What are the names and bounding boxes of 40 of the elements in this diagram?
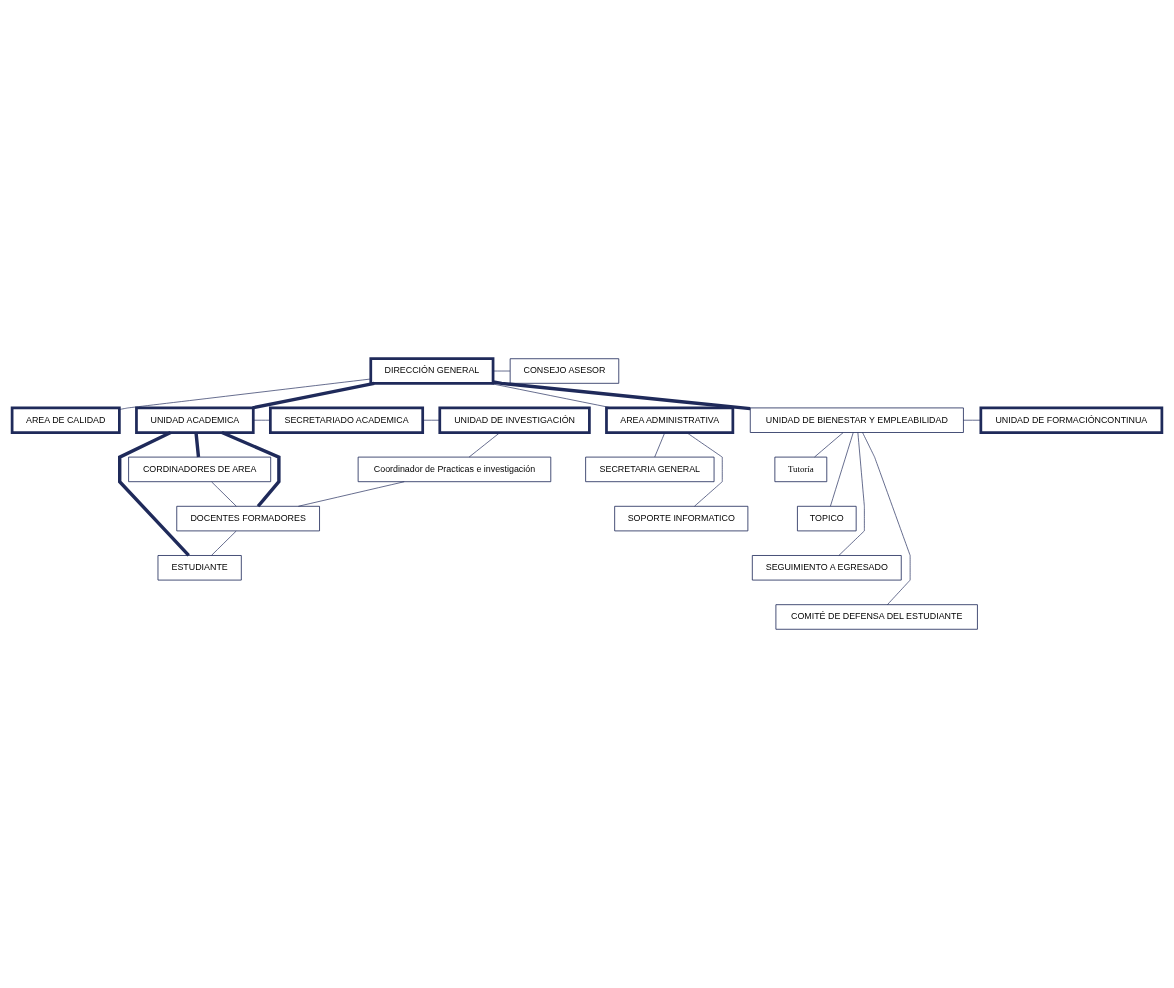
node-box: AREA ADMINISTRATIVA	[605, 406, 735, 434]
node-box: UNIDAD DE INVESTIGACIÓN	[438, 406, 591, 434]
connector	[211, 481, 237, 507]
connector	[830, 432, 854, 507]
node-box: DOCENTES FORMADORES	[176, 505, 320, 532]
node-box: UNIDAD DE BIENESTAR Y EMPLEABILIDAD	[749, 407, 964, 433]
connector	[221, 431, 281, 508]
connector	[194, 432, 201, 458]
node-box: SEGUIMIENTO A EGRESADO	[751, 555, 902, 581]
connector	[118, 431, 190, 557]
connector	[493, 380, 751, 411]
node-box: DIRECCIÓN GENERAL	[369, 357, 495, 385]
node-box: Tutoría	[774, 456, 828, 483]
connector	[252, 381, 375, 410]
node-box: UNIDAD DE FORMACIÓNCONTINUA	[979, 406, 1164, 434]
connector	[838, 432, 865, 556]
connector	[963, 419, 982, 421]
node-box: CONSEJO ASESOR	[509, 358, 620, 384]
connector	[211, 530, 237, 556]
connector	[492, 370, 511, 372]
node-box: ESTUDIANTE	[157, 555, 242, 581]
node-box: SOPORTE INFORMATICO	[614, 505, 749, 532]
connector	[252, 419, 271, 421]
node-box: SECRETARIADO ACADEMICA	[269, 406, 425, 434]
connector	[862, 432, 911, 605]
node-box: Coordinador de Practicas e investigación	[357, 456, 552, 483]
connector	[814, 432, 844, 458]
node-box: TOPICO	[797, 505, 857, 532]
connector	[468, 432, 501, 458]
node-box: SECRETARIA GENERAL	[585, 456, 715, 483]
connector	[422, 419, 440, 421]
node-box: UNIDAD ACADEMICA	[135, 406, 255, 434]
connector	[298, 481, 405, 507]
node-box: CORDINADORES DE AREA	[128, 456, 272, 483]
connector	[119, 378, 372, 410]
connector	[686, 432, 723, 507]
node-box: AREA DE CALIDAD	[10, 406, 121, 434]
connector	[489, 383, 613, 409]
node-box: COMITÉ DE DEFENSA DEL ESTUDIANTE	[775, 604, 978, 630]
connector	[654, 432, 666, 458]
